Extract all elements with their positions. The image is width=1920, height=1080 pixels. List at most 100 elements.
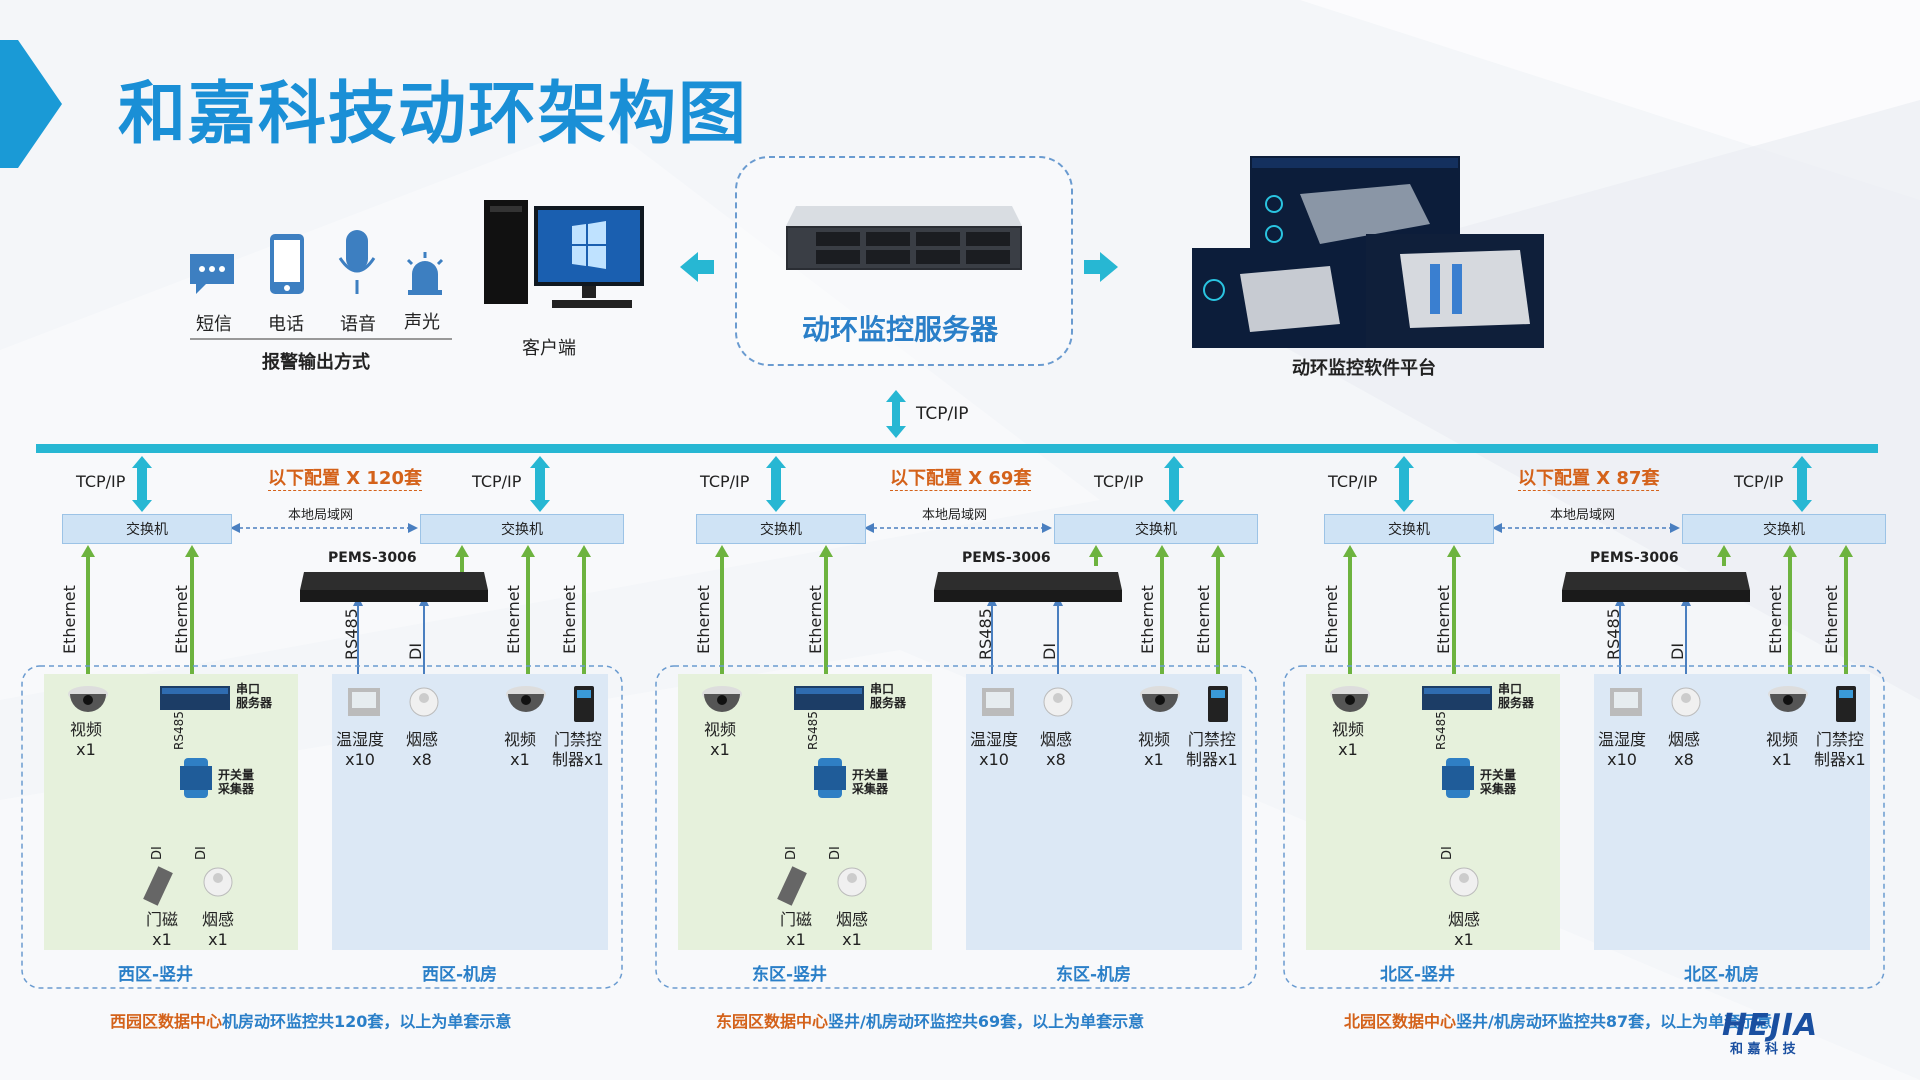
lan-label: 本地局域网	[922, 508, 988, 523]
switch-box: 交换机	[1682, 514, 1886, 544]
ethernet-label: Ethernet	[1194, 585, 1213, 654]
access-label: 门禁控制器x1	[552, 730, 604, 769]
ethernet-label: Ethernet	[60, 585, 79, 654]
network-bus	[36, 444, 1878, 453]
ethernet-label: Ethernet	[694, 585, 713, 654]
collector-label: 开关量采集器	[852, 768, 889, 796]
lan-label: 本地局域网	[288, 508, 354, 523]
zone-shaft-label: 北区-竖井	[1380, 965, 1456, 985]
ethernet-label: Ethernet	[504, 585, 523, 654]
config-count: 以下配置 X 120套	[268, 464, 422, 491]
zone-shaft-label: 东区-竖井	[752, 965, 828, 985]
config-count: 以下配置 X 87套	[1518, 464, 1660, 491]
pems-label: PEMS-3006	[962, 550, 1051, 566]
lan-label: 本地局域网	[1550, 508, 1616, 523]
rs485-label: RS485	[1434, 711, 1448, 750]
alarm-phone-label: 电话	[268, 314, 304, 335]
config-count: 以下配置 X 69套	[890, 464, 1032, 491]
ethernet-label: Ethernet	[1322, 585, 1341, 654]
rs485-label: RS485	[806, 711, 820, 750]
server-icon	[786, 206, 1022, 270]
section-note: 北园区数据中心竖井/机房动环监控共87套，以上为单套示意	[1344, 1012, 1773, 1031]
arrow-to-client	[680, 252, 714, 282]
rs485-label: RS485	[342, 608, 361, 660]
pems-label: PEMS-3006	[1590, 550, 1679, 566]
access-label: 门禁控制器x1	[1814, 730, 1866, 769]
server-label: 动环监控服务器	[802, 313, 999, 346]
serial-server-label: 串口服务器	[1498, 682, 1535, 710]
phone-icon	[270, 234, 304, 294]
collector-label: 开关量采集器	[218, 768, 255, 796]
alarm-caption: 报警输出方式	[262, 352, 370, 373]
zone-room-label: 北区-机房	[1684, 965, 1760, 985]
zone-room-label: 东区-机房	[1056, 965, 1132, 985]
ethernet-label: Ethernet	[1138, 585, 1157, 654]
siren-icon	[406, 252, 444, 295]
di-label: DI	[150, 846, 165, 860]
central-tcpip-arrow	[886, 390, 906, 438]
di-label: DI	[406, 642, 425, 660]
camera-west-shaft	[68, 686, 108, 712]
rs485-label: RS485	[976, 608, 995, 660]
platform-screenshots	[1192, 156, 1544, 348]
zone-shaft-label: 西区-竖井	[118, 965, 194, 985]
rs485-label: RS485	[1604, 608, 1623, 660]
ethernet-label: Ethernet	[806, 585, 825, 654]
arrow-to-platform	[1084, 252, 1118, 282]
company-logo-sub: 和 嘉 科 技	[1730, 1042, 1796, 1057]
tcpip-label: TCP/IP	[1094, 472, 1144, 491]
tcpip-label: TCP/IP	[1734, 472, 1784, 491]
ethernet-label: Ethernet	[172, 585, 191, 654]
switch-box: 交换机	[420, 514, 624, 544]
company-logo: HEJIA	[1722, 1008, 1819, 1043]
section-note: 东园区数据中心竖井/机房动环监控共69套，以上为单套示意	[716, 1012, 1145, 1031]
section-west-lines	[21, 456, 623, 989]
zone-room-label: 西区-机房	[422, 965, 498, 985]
pems-label: PEMS-3006	[328, 550, 417, 566]
page-title: 和嘉科技动环架构图	[118, 75, 749, 154]
switch-box: 交换机	[696, 514, 866, 544]
di-label: DI	[1040, 642, 1059, 660]
di-label: DI	[194, 846, 209, 860]
tcpip-label: TCP/IP	[700, 472, 750, 491]
tcpip-label: TCP/IP	[76, 472, 126, 491]
di-label: DI	[1668, 642, 1687, 660]
tcpip-label: TCP/IP	[1328, 472, 1378, 491]
section-note: 西园区数据中心机房动环监控共120套，以上为单套示意	[110, 1012, 512, 1031]
section-north-lines	[1283, 456, 1885, 989]
title-chevron	[0, 40, 62, 168]
ethernet-label: Ethernet	[560, 585, 579, 654]
alarm-divider	[190, 338, 452, 340]
di-label: DI	[1440, 846, 1455, 860]
sms-icon	[190, 254, 234, 294]
collector-label: 开关量采集器	[1480, 768, 1517, 796]
ethernet-label: Ethernet	[1766, 585, 1785, 654]
switch-box: 交换机	[62, 514, 232, 544]
platform-label: 动环监控软件平台	[1292, 358, 1436, 379]
serial-server-label: 串口服务器	[236, 682, 273, 710]
tcpip-label: TCP/IP	[472, 472, 522, 491]
client-label: 客户端	[522, 338, 576, 359]
di-label: DI	[784, 846, 799, 860]
microphone-icon	[338, 230, 376, 294]
section-east-lines	[655, 456, 1257, 989]
central-tcpip-label: TCP/IP	[916, 404, 969, 424]
serial-server-label: 串口服务器	[870, 682, 907, 710]
alarm-sms-label: 短信	[196, 314, 232, 335]
